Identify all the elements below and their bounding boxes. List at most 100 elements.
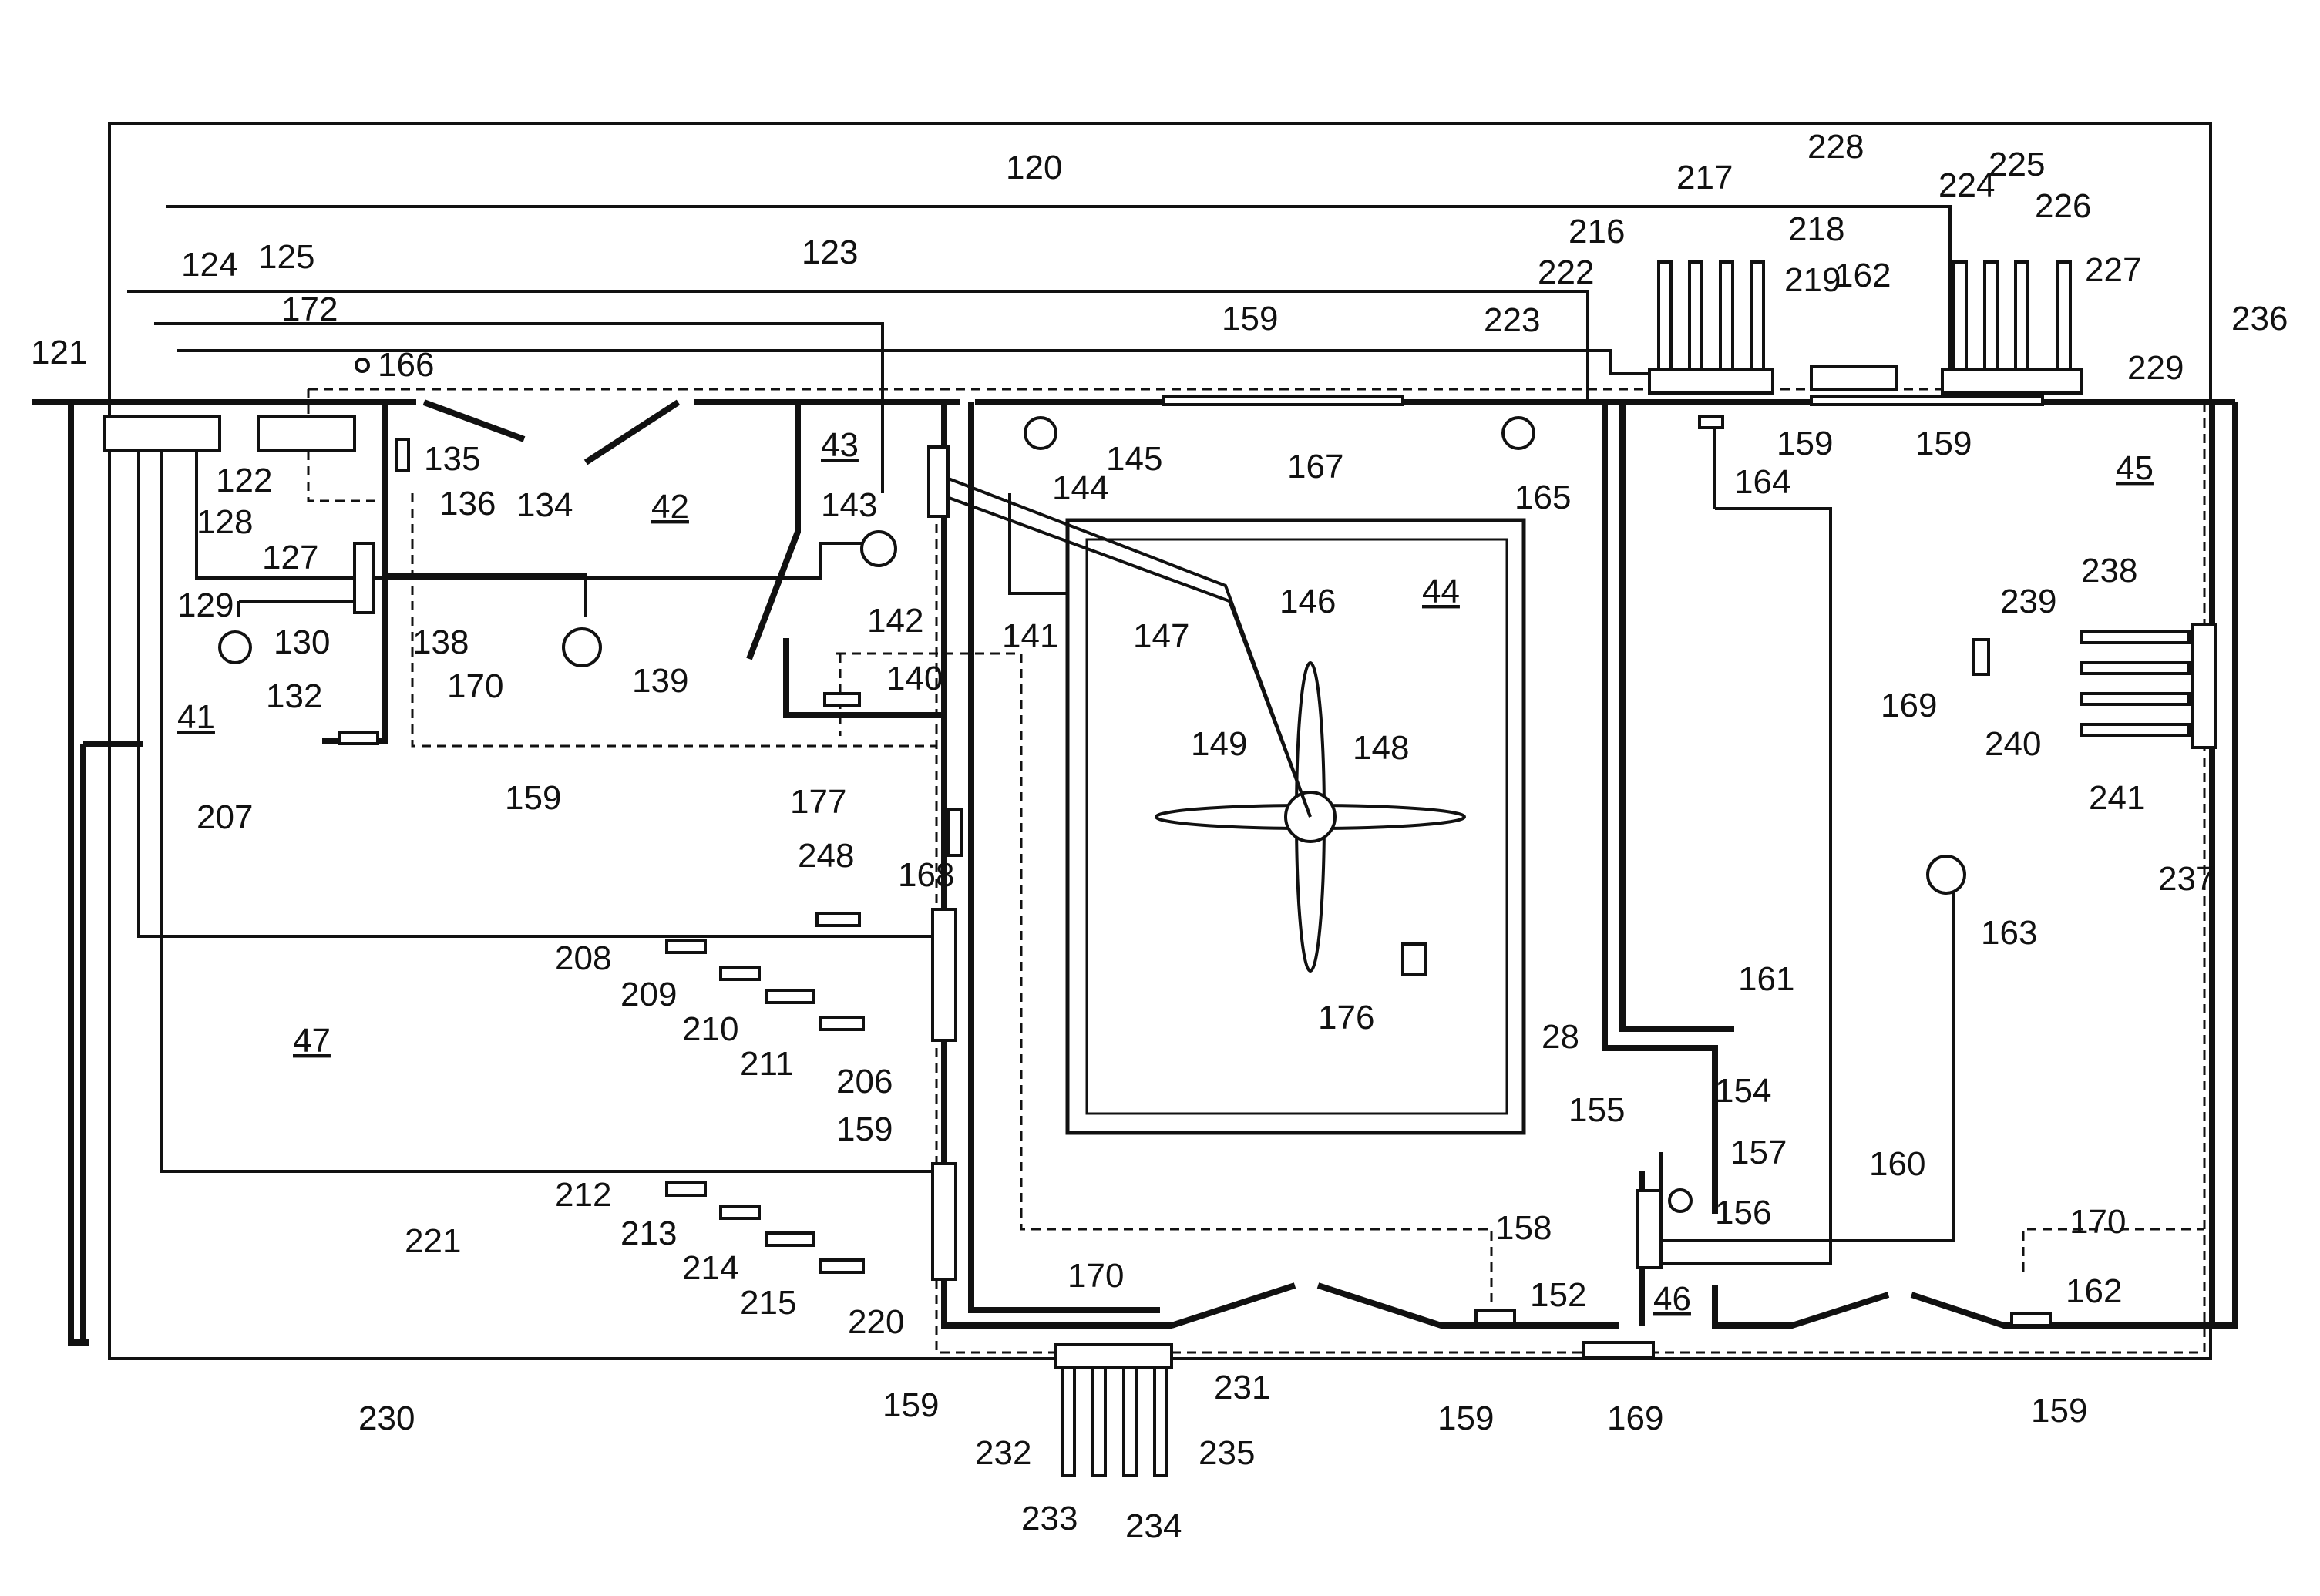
label-167: 167 [1287,448,1343,486]
label-130: 130 [274,623,330,661]
label-121: 121 [31,334,87,371]
label-236: 236 [2231,300,2288,338]
label-220: 220 [848,1303,904,1341]
label-172: 172 [281,291,338,328]
label-159g: 159 [836,1110,893,1148]
label-248: 248 [798,837,854,875]
label-214: 214 [682,1249,738,1287]
label-158: 158 [1495,1209,1552,1247]
label-170b: 170 [2070,1203,2126,1241]
label-156: 156 [1715,1194,1771,1231]
label-230: 230 [358,1399,415,1437]
label-164: 164 [1734,463,1790,501]
label-237: 237 [2158,860,2214,898]
label-135: 135 [424,440,480,478]
label-160: 160 [1869,1145,1925,1183]
label-134: 134 [516,486,573,524]
label-232: 232 [975,1434,1031,1472]
label-128: 128 [197,503,253,541]
label-210: 210 [682,1010,738,1048]
label-162a: 162 [1834,257,1891,294]
label-213: 213 [620,1215,677,1252]
label-226: 226 [2035,187,2091,225]
label-149: 149 [1191,725,1247,763]
room-42: 42 [651,488,689,526]
label-218: 218 [1788,210,1844,248]
label-124: 124 [181,246,237,284]
label-231: 231 [1214,1369,1270,1406]
label-136: 136 [439,485,496,522]
label-168: 168 [898,856,954,894]
label-122: 122 [216,462,272,499]
label-143: 143 [821,486,877,524]
label-221: 221 [405,1222,461,1260]
label-234: 234 [1125,1507,1182,1545]
label-241: 241 [2089,779,2145,817]
label-132: 132 [266,677,322,715]
label-123: 123 [802,234,858,271]
label-209: 209 [620,976,677,1013]
label-206: 206 [836,1063,893,1100]
label-159d: 159 [1915,425,1972,462]
sensors [667,913,863,1272]
label-159b: 159 [1222,300,1278,338]
label-177: 177 [790,783,846,821]
label-212: 212 [555,1176,611,1214]
label-239: 239 [2000,583,2056,620]
label-159f: 159 [2031,1392,2087,1430]
label-159e: 159 [1437,1399,1494,1437]
room-47: 47 [293,1022,331,1060]
label-169a: 169 [1881,687,1937,724]
label-169b: 169 [1607,1399,1663,1437]
label-176: 176 [1318,999,1374,1037]
label-125: 125 [258,238,314,276]
room-labels: 41 42 43 44 45 46 47 [177,426,2154,1318]
label-223: 223 [1484,301,1540,339]
label-219: 219 [1784,261,1841,299]
label-162b: 162 [2066,1272,2122,1310]
label-144: 144 [1052,469,1108,507]
label-154: 154 [1715,1072,1771,1110]
label-159h: 159 [883,1386,939,1424]
label-224: 224 [1938,166,1995,204]
label-229: 229 [2127,349,2184,387]
label-208: 208 [555,939,611,977]
label-170c: 170 [1068,1257,1124,1295]
room-45: 45 [2116,449,2154,487]
label-140: 140 [886,660,943,697]
label-216: 216 [1569,213,1625,250]
label-142: 142 [867,602,923,640]
label-152: 152 [1530,1276,1586,1314]
label-228: 228 [1807,128,1864,166]
label-238: 238 [2081,552,2137,590]
label-139: 139 [632,662,688,700]
label-161: 161 [1738,960,1794,998]
label-120: 120 [1006,149,1062,186]
panels [104,366,2216,1368]
room-41: 41 [177,698,215,736]
label-28: 28 [1542,1018,1579,1056]
label-127: 127 [262,539,318,576]
label-163: 163 [1981,914,2037,952]
label-211: 211 [740,1045,794,1083]
label-155: 155 [1569,1091,1625,1129]
label-159a: 159 [505,779,561,817]
label-227: 227 [2085,251,2141,289]
label-146: 146 [1279,583,1336,620]
label-235: 235 [1199,1434,1255,1472]
label-147: 147 [1133,617,1189,655]
label-166: 166 [378,346,434,384]
label-157: 157 [1730,1134,1787,1171]
room-43: 43 [821,426,859,464]
label-145: 145 [1106,440,1162,478]
label-165: 165 [1515,479,1571,516]
label-225: 225 [1989,146,2045,183]
label-217: 217 [1676,159,1733,197]
label-159c: 159 [1777,425,1833,462]
label-233: 233 [1021,1500,1078,1537]
label-141: 141 [1002,617,1058,655]
label-148: 148 [1353,729,1409,767]
label-129: 129 [177,586,234,624]
